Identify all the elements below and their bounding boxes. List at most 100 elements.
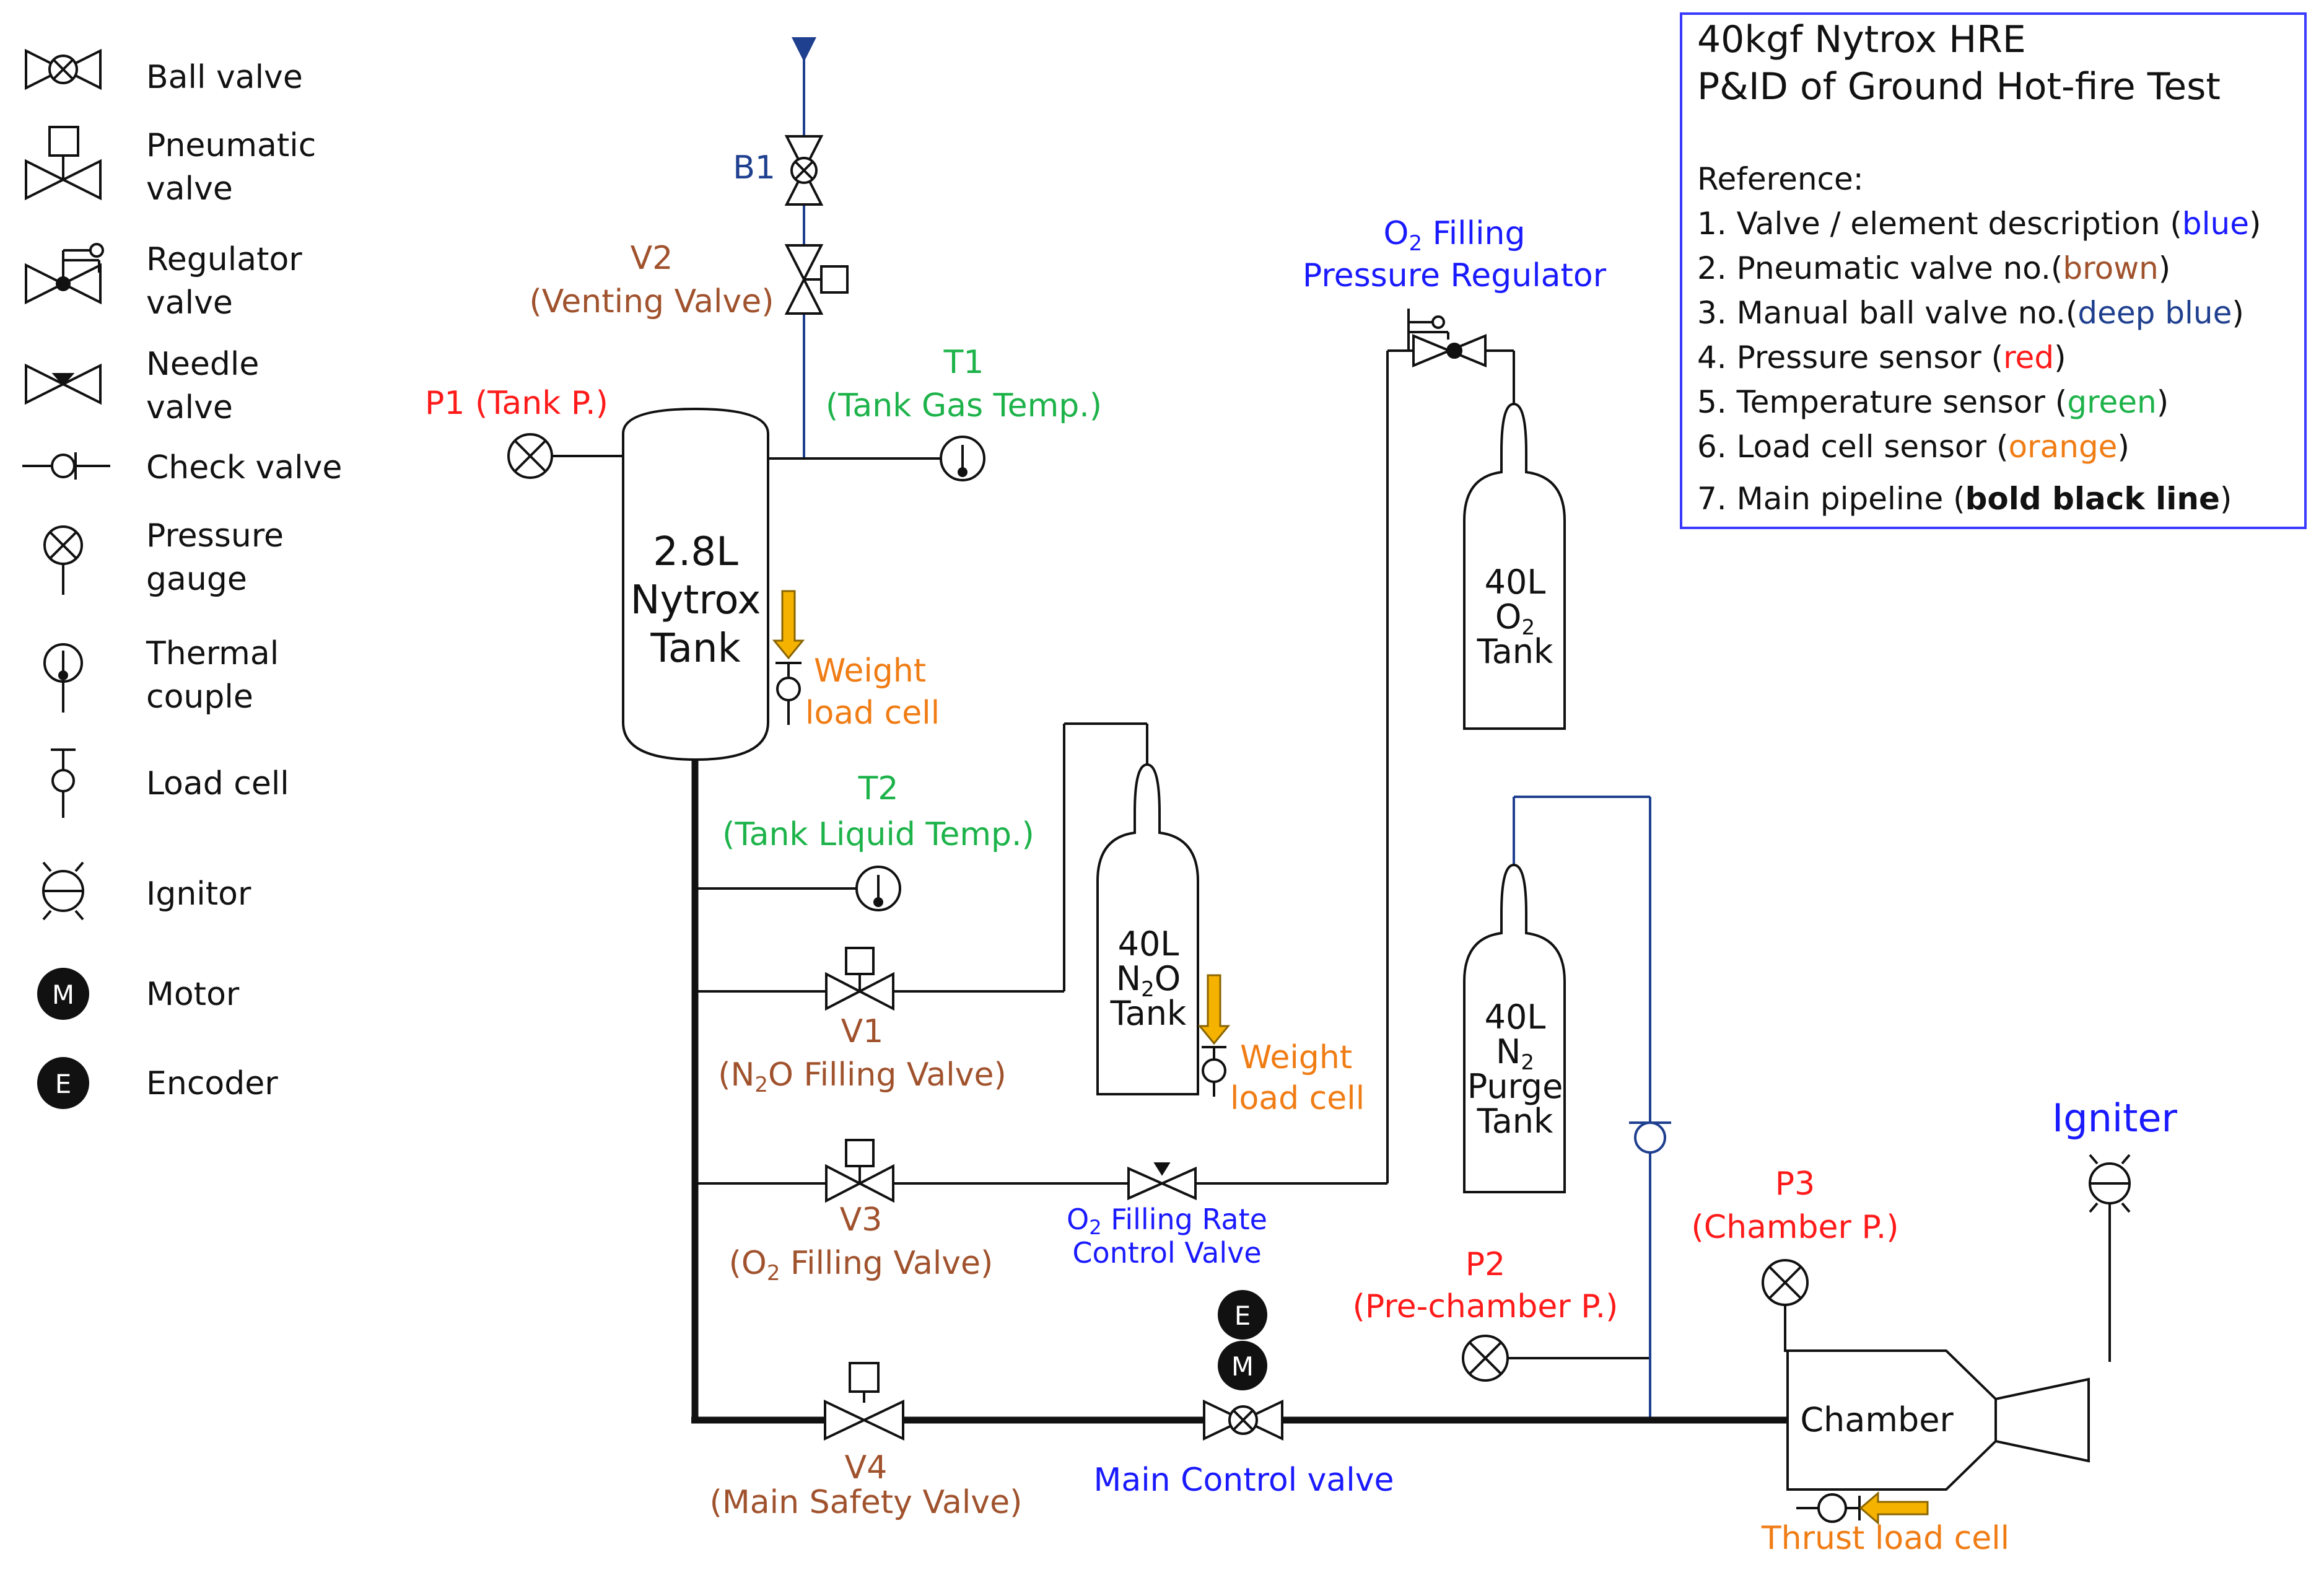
nytrox-tank — [622, 407, 769, 761]
nytrox-tank-label-3: Tank — [650, 626, 740, 672]
v1-description: (N2O Filling Valve) — [718, 1056, 1007, 1097]
n2o-tank-label-1: 40L — [1118, 924, 1179, 963]
main-control-valve-label: Main Control valve — [1093, 1462, 1394, 1499]
n2-purge-tank — [1463, 863, 1566, 1193]
legend-pneumatic-1: Pneumatic — [146, 127, 316, 164]
svg-text:E: E — [55, 1069, 72, 1099]
weight-load-cell-2 — [1197, 974, 1231, 1097]
purge-check-valve[interactable] — [1629, 1121, 1671, 1154]
o2-pressure-regulator[interactable] — [1407, 309, 1487, 367]
encoder-icon-main: E — [1218, 1290, 1267, 1340]
legend-motor: Motor — [146, 976, 240, 1013]
check-valve-icon — [22, 452, 110, 480]
weight-load-cell-1-label-1: Weight — [814, 652, 926, 690]
main-pipeline — [691, 760, 1788, 1424]
p1-pressure-gauge-icon — [507, 433, 553, 479]
p3-id: P3 — [1775, 1165, 1815, 1203]
t1-id: T1 — [943, 344, 984, 381]
o2-filling-rate-label-1: O2 Filling Rate — [1067, 1203, 1267, 1239]
t2-id: T2 — [858, 770, 899, 807]
thrust-load-cell-label: Thrust load cell — [1761, 1520, 2009, 1557]
legend-regulator-2: valve — [146, 284, 233, 322]
reference-item-1: 1. Valve / element description (blue) — [1697, 206, 2261, 242]
p2-pressure-gauge-icon — [1462, 1335, 1509, 1382]
pneumatic-valve-icon — [25, 126, 102, 201]
motor-icon: M — [37, 968, 89, 1020]
nytrox-tank-label-1: 2.8L — [653, 529, 738, 575]
reference-item-3: 3. Manual ball valve no.(deep blue) — [1697, 295, 2244, 331]
legend-encoder: Encoder — [146, 1065, 278, 1102]
o2-regulator-label-2: Pressure Regulator — [1303, 257, 1607, 294]
n2-tank-label-1: 40L — [1485, 998, 1546, 1037]
main-control-ball-valve[interactable] — [1203, 1399, 1283, 1441]
weight-load-cell-2-label-2: load cell — [1230, 1080, 1365, 1117]
weight-load-cell-2-label-1: Weight — [1240, 1039, 1352, 1076]
needle-valve-icon — [25, 363, 102, 405]
v4-id: V4 — [845, 1449, 888, 1486]
b1-label: B1 — [733, 149, 775, 186]
v3-id: V3 — [840, 1201, 883, 1239]
n2o-tank-label-2: N2O — [1116, 959, 1181, 1002]
svg-text:M: M — [52, 980, 74, 1010]
legend-pressure-2: gauge — [146, 561, 247, 598]
igniter-icon — [2089, 1154, 2131, 1213]
legend-thermal-1: Thermal — [146, 635, 279, 672]
legend-thermal-2: couple — [146, 678, 253, 716]
igniter-label: Igniter — [2052, 1095, 2178, 1141]
legend-regulator-1: Regulator — [146, 241, 302, 278]
t2-thermocouple-icon — [855, 866, 901, 911]
svg-text:E: E — [1234, 1301, 1251, 1331]
n2-tank-label-3: Purge — [1467, 1067, 1563, 1106]
weight-load-cell-1-label-2: load cell — [805, 695, 940, 732]
nytrox-tank-label-2: Nytrox — [631, 577, 761, 623]
o2-tank-label-3: Tank — [1477, 632, 1553, 671]
ball-valve-icon — [25, 48, 102, 90]
b1-ball-valve[interactable] — [784, 135, 824, 206]
p3-description: (Chamber P.) — [1691, 1209, 1898, 1246]
legend-ignitor: Ignitor — [146, 875, 251, 913]
reference-item-2: 2. Pneumatic valve no.(brown) — [1697, 250, 2170, 286]
v4-main-safety-valve[interactable] — [824, 1362, 904, 1441]
motor-icon-main: M — [1218, 1341, 1267, 1390]
o2-regulator-label-1: O2 Filling — [1384, 215, 1526, 256]
thrust-load-cell — [1796, 1491, 1929, 1525]
legend-check-valve: Check valve — [146, 449, 342, 486]
weight-load-cell-1 — [772, 590, 805, 725]
t2-description: (Tank Liquid Temp.) — [722, 816, 1034, 853]
reference-item-7: 7. Main pipeline (bold black line) — [1697, 481, 2232, 517]
chamber-label: Chamber — [1800, 1400, 1954, 1439]
v1-n2o-filling-valve[interactable] — [825, 947, 894, 1011]
t1-description: (Tank Gas Temp.) — [826, 387, 1102, 424]
v2-description: (Venting Valve) — [529, 283, 774, 320]
o2-filling-rate-label-2: Control Valve — [1072, 1236, 1261, 1270]
svg-text:M: M — [1231, 1351, 1254, 1382]
reference-item-5: 5. Temperature sensor (green) — [1697, 384, 2169, 420]
p2-description: (Pre-chamber P.) — [1353, 1288, 1618, 1325]
n2o-tank — [1096, 763, 1199, 1095]
encoder-icon: E — [37, 1057, 89, 1109]
reference-heading: Reference: — [1697, 161, 1864, 197]
load-cell-icon — [51, 748, 76, 818]
o2-filling-rate-needle-valve[interactable] — [1127, 1162, 1197, 1201]
v3-o2-filling-valve[interactable] — [825, 1139, 894, 1203]
v1-id: V1 — [841, 1013, 884, 1050]
combustion-chamber — [1786, 1349, 2090, 1491]
reference-title-1: 40kgf Nytrox HRE — [1697, 18, 2026, 61]
v4-description: (Main Safety Valve) — [710, 1484, 1023, 1521]
o2-tank — [1463, 402, 1566, 730]
n2o-tank-label-3: Tank — [1110, 994, 1187, 1033]
reference-box — [1680, 12, 2307, 529]
p2-id: P2 — [1466, 1246, 1505, 1283]
t1-thermocouple-icon — [940, 436, 985, 481]
regulator-valve-icon — [25, 243, 104, 305]
legend: M E — [22, 48, 110, 1109]
reference-item-4: 4. Pressure sensor (red) — [1697, 340, 2066, 375]
n2-tank-label-2: N2 — [1496, 1032, 1534, 1075]
legend-ball-valve: Ball valve — [146, 59, 303, 96]
pressure-gauge-icon — [43, 525, 83, 595]
o2-tank-label-1: 40L — [1485, 563, 1546, 602]
ignitor-icon — [42, 861, 84, 921]
v2-venting-valve[interactable] — [784, 244, 849, 315]
o2-tank-label-2: O2 — [1495, 597, 1535, 640]
